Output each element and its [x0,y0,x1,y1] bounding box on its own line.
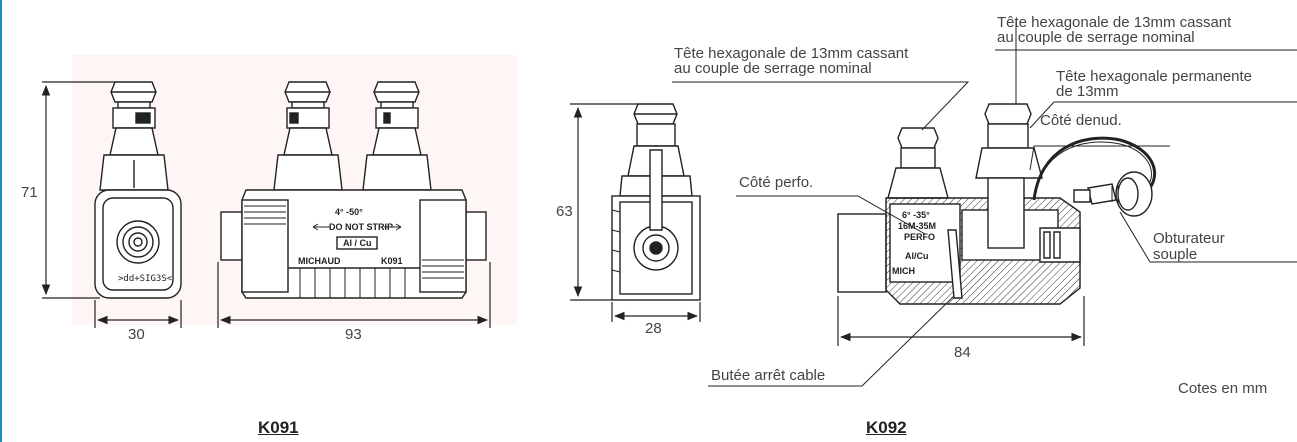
k091-warning-marking: DO NOT STRIP [329,222,393,232]
k091-material-marking: Al / Cu [343,238,372,248]
model-title-k091: K091 [258,418,299,437]
k091-front-view [220,81,487,299]
k091-width-value: 30 [128,326,145,343]
units-note: Cotes en mm [1178,380,1268,397]
shear-head-label-left-1: Tête hexagonale de 13mm cassant [674,45,909,62]
perfo-side-label: Côté perfo. [739,174,814,191]
model-title-k092: K092 [866,418,907,437]
k092-type-marking: PERFO [904,232,935,242]
k091-brand-marking: MICHAUD [298,256,341,266]
permanent-head-label-1: Tête hexagonale permanente [1056,68,1252,85]
stripped-side-label: Côté denud. [1040,112,1122,129]
k091-height-value: 71 [21,184,38,201]
k092-width-value: 28 [645,320,662,337]
k092-length-value: 84 [954,344,971,361]
cable-stop-label: Butée arrêt cable [711,367,826,384]
shear-head-label-right-1: Tête hexagonale de 13mm cassant [997,14,1232,31]
k092-section-marking: 16M-35M [898,221,936,231]
k092-side-dimensions [570,103,701,322]
k091-dimension-lines [41,81,182,328]
k092-length-dimension [837,296,1085,346]
permanent-head-label-2: de 13mm [1056,83,1119,100]
k091-side-marking: >dd+SIG3S< [118,274,173,284]
cap-label-2: souple [1153,246,1198,263]
k092-section-view [837,103,1157,305]
k092-brand-marking: MICH [892,266,915,276]
cap-label-1: Obturateur [1153,230,1225,247]
left-accent-rule [0,0,2,442]
k091-length-dimension [217,262,491,328]
leader-lines [672,20,1297,387]
k092-side-view [611,103,701,301]
k091-angle-marking: 4° -50° [335,207,363,217]
k091-side-view [94,81,182,299]
shear-head-label-right-2: au couple de serrage nominal [997,29,1195,46]
k092-height-value: 63 [556,203,573,220]
k091-length-value: 93 [345,326,362,343]
k092-material-marking: Al/Cu [905,251,929,261]
shear-head-label-left-2: au couple de serrage nominal [674,60,872,77]
k091-model-marking: K091 [381,256,403,266]
k092-angle-marking: 6° -35° [902,210,930,220]
